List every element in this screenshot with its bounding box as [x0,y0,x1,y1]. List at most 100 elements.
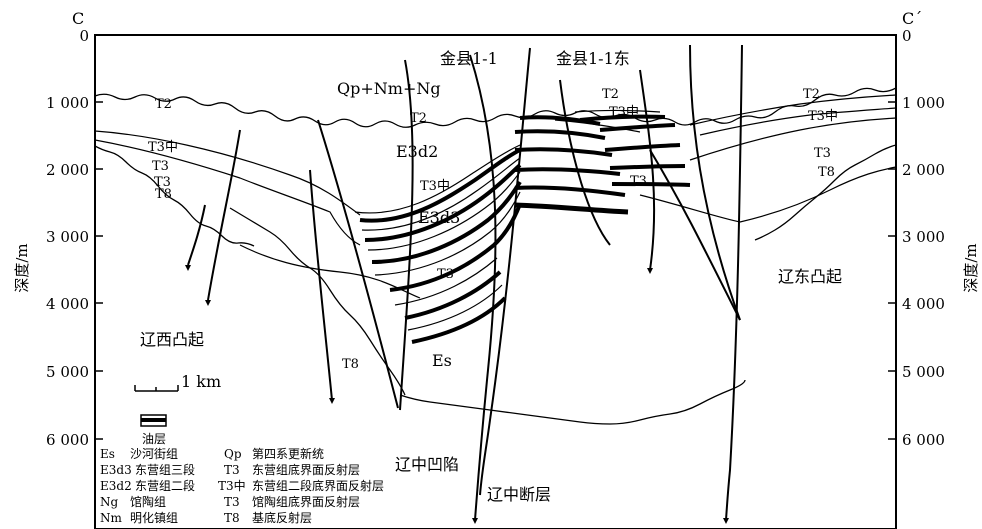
fault-4 [317,119,399,409]
horizon-labels: T2 T2 T2 T2 T3中 T3中 T3中 T3中 T3 T3 T3 T3 … [148,87,838,372]
unit-label-qp: Qp+Nm+Ng [337,79,441,98]
fault-11 [725,44,743,521]
horizon-label-t2: T2 [410,111,427,126]
legend-code: Qp [224,447,242,461]
horizon-t2 [95,87,896,128]
faults [187,44,743,521]
fault-5 [399,59,414,411]
horizon-label-t3: T3 [152,159,169,174]
fault-3 [309,169,333,401]
horizon-label-t3mid: T3中 [148,140,178,155]
region-label-liaoxi: 辽西凸起 [140,330,204,349]
scale-bar-label: 1 km [181,372,221,391]
horizon-t3mid-left [95,130,361,216]
legend-code: E3d2 [100,479,132,493]
tick-label: 5 000 [902,363,945,381]
horizon-label-t8: T8 [155,187,172,202]
right-axis [888,101,896,440]
fault-1 [207,129,241,301]
right-horizons [639,94,896,223]
horizon-t3-left [95,139,361,246]
basement-bottom [399,379,746,425]
legend-code: Ng [100,495,119,509]
legend-code: T8 [224,511,240,525]
legend: Es 沙河街组 E3d3 东营组三段 E3d2 东营组二段 Ng 馆陶组 Nm … [100,446,384,525]
left-tick-labels: 0 1 000 2 000 3 000 4 000 5 000 6 000 [46,27,89,449]
horizon-label-t2: T2 [803,87,820,102]
legend-desc: 沙河街组 [130,447,178,461]
legend-desc: 东营组二段底界面反射层 [252,478,384,493]
legend-desc: 明化镇组 [130,511,178,525]
horizon-t8-mid [229,207,406,396]
right-axis-title: 深度/m [962,243,980,292]
fault-10 [689,44,741,321]
fault-label-liaozhong: 辽中断层 [487,485,551,504]
fault-9 [639,69,656,271]
horizon-t8-right [754,144,896,241]
section-frame [94,34,897,529]
legend-code: T3 [224,495,240,509]
fault-arrows [185,265,729,524]
region-label-liaozhong-sag: 辽中凹陷 [395,455,459,474]
tick-label: 3 000 [902,228,945,246]
right-tick-labels: 0 1 000 2 000 3 000 4 000 5 000 6 000 [902,27,945,449]
tick-label: 2 000 [46,161,89,179]
fault-12 [649,149,741,321]
oil-legend-symbol [140,414,167,427]
fault-8 [559,79,611,246]
left-axis-title: 深度/m [13,243,31,292]
well-label-jinxian11e: 金县1-1东 [556,49,630,68]
fault-liaozhong [469,54,497,521]
tick-label: 0 [79,27,89,45]
tick-label: 3 000 [46,228,89,246]
horizon-label-t3: T3 [437,267,454,282]
oil-legend-label: 油层 [142,432,166,446]
legend-desc: 第四系更新统 [252,446,324,461]
horst-layers [514,109,691,215]
scale-bar [134,385,179,392]
left-axis [95,101,103,440]
legend-code: E3d3 [100,463,132,477]
unit-label-e3d2: E3d2 [396,142,438,161]
tick-label: 6 000 [902,431,945,449]
tick-label: 1 000 [46,94,89,112]
horizon-label-t8: T8 [342,357,359,372]
horizon-label-t3mid: T3中 [808,109,838,124]
legend-desc: 东营组二段 [135,478,195,493]
unit-label-es: Es [432,351,452,370]
section-start-label: C [72,9,84,28]
fault-2 [187,204,206,266]
horizon-label-t3: T3 [814,146,831,161]
horizon-label-t8: T8 [818,165,835,180]
tick-label: 4 000 [46,295,89,313]
tick-label: 1 000 [902,94,945,112]
legend-desc: 东营组三段 [135,462,195,477]
legend-code: T3 [224,463,240,477]
legend-desc: 馆陶组 [130,494,166,509]
tick-label: 5 000 [46,363,89,381]
horizon-label-t3mid: T3中 [609,105,639,120]
tick-label: 4 000 [902,295,945,313]
legend-code: Es [100,447,115,461]
fault-7 [479,47,531,496]
legend-code: Nm [100,511,123,525]
legend-desc: 基底反射层 [252,510,312,525]
well-label-jinxian11: 金县1-1 [440,49,498,68]
tick-label: 0 [902,27,912,45]
region-label-liaodong: 辽东凸起 [778,267,842,286]
horizon-label-t3: T3 [630,174,647,189]
tick-label: 2 000 [902,161,945,179]
horizon-label-t2: T2 [602,87,619,102]
stratigraphic-layers [354,144,522,344]
tick-label: 6 000 [46,431,89,449]
horizon-label-t3mid: T3中 [420,179,450,194]
section-end-label: C´ [902,9,922,28]
horizon-label-t2: T2 [155,97,172,112]
unit-label-e3d3: E3d3 [418,208,460,227]
legend-code: T3中 [218,478,246,493]
legend-desc: 东营组底界面反射层 [252,462,360,477]
horizon-label-t3: T3 [154,175,171,190]
horizon-t8-left [95,145,255,247]
legend-desc: 馆陶组底界面反射层 [252,494,360,509]
